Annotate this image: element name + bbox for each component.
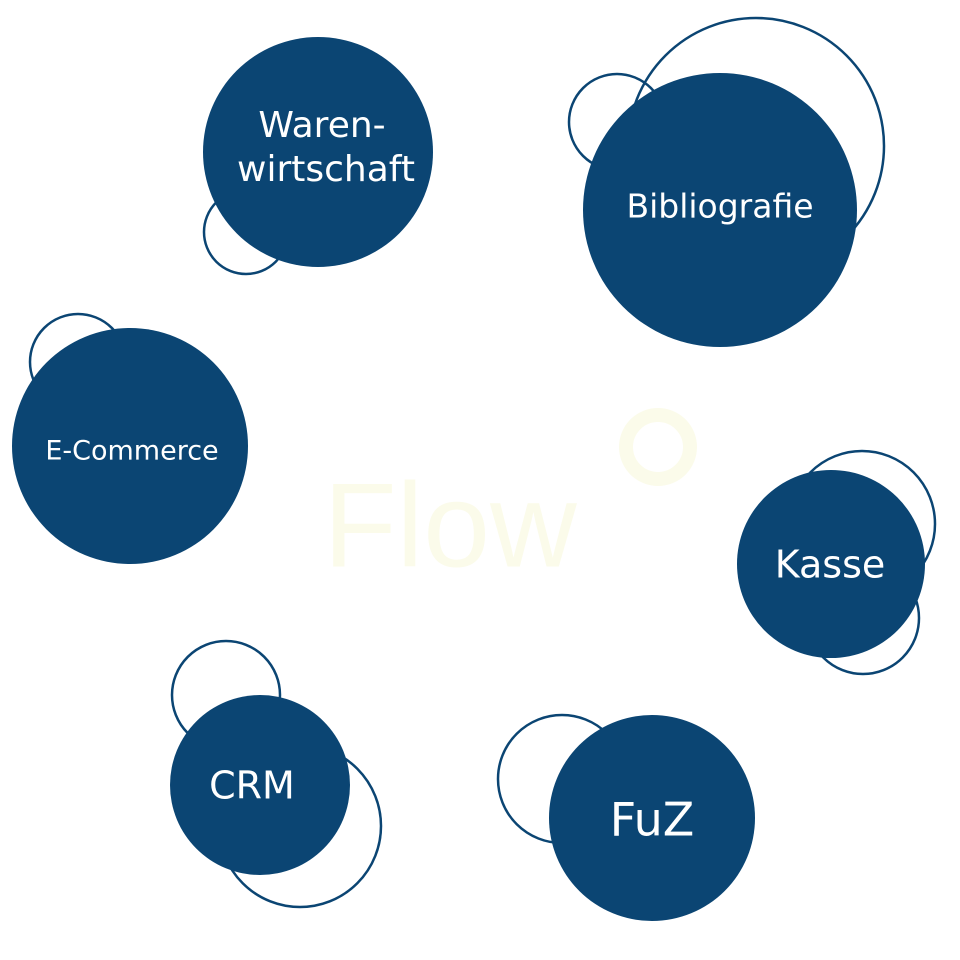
node-disc xyxy=(549,715,755,921)
flow-watermark: Flow xyxy=(323,408,697,593)
node-label: CRM xyxy=(209,764,295,808)
node-kasse[interactable]: Kasse xyxy=(737,449,937,676)
node-label: FuZ xyxy=(610,793,695,847)
node-e-commerce[interactable]: E-Commerce xyxy=(12,312,248,564)
node-label-line-2: wirtschaft xyxy=(237,149,415,190)
node-bibliografie[interactable]: Bibliografie xyxy=(567,16,886,347)
node-disc xyxy=(583,73,857,347)
node-fuz[interactable]: FuZ xyxy=(496,713,755,921)
watermark-ring-icon xyxy=(619,408,697,486)
node-warenwirtschaft[interactable]: Waren- wirtschaft xyxy=(202,37,433,276)
node-label: E-Commerce xyxy=(45,436,218,467)
node-disc xyxy=(737,470,925,658)
node-disc xyxy=(203,37,433,267)
node-disc xyxy=(170,695,350,875)
node-disc xyxy=(12,328,248,564)
node-label: Kasse xyxy=(775,543,886,587)
node-label: Bibliografie xyxy=(626,187,813,226)
node-crm[interactable]: CRM xyxy=(170,639,383,909)
node-label-line-1: Waren- xyxy=(258,105,385,146)
watermark-text: Flow xyxy=(323,459,577,593)
